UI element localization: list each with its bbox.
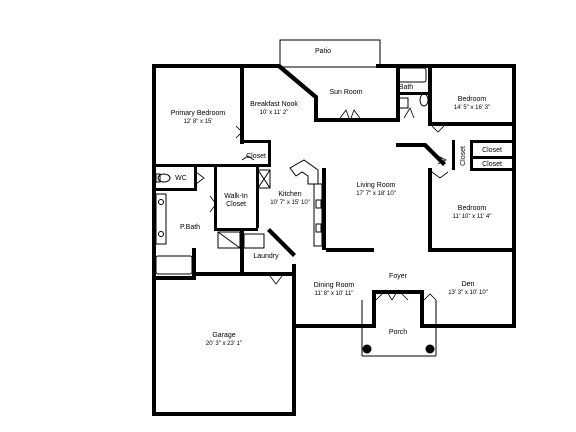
foyer-label: Foyer (389, 273, 408, 280)
closet-right-1-label: Closet (482, 147, 502, 154)
walk-in-closet-label-2: Closet (226, 201, 246, 208)
walk-in-closet-label-1: Walk-In (224, 193, 248, 200)
living-room-label: Living Room (357, 182, 396, 189)
dining-room-dims: 11' 8" x 10' 11" (315, 291, 354, 297)
patio-label: Patio (315, 48, 331, 55)
doors (195, 107, 449, 301)
den-label: Den (462, 281, 475, 288)
porch-label: Porch (389, 329, 407, 336)
patio-outline (279, 39, 381, 68)
closet-main-label: Closet (246, 153, 266, 160)
bath-label: Bath (399, 84, 414, 91)
dining-room-label: Dining Room (314, 282, 355, 289)
primary-bedroom-dims: 12' 8" x 15' (183, 119, 212, 125)
porch-outline (361, 300, 437, 357)
bedroom-1-label: Bedroom (458, 96, 487, 103)
primary-bedroom-label: Primary Bedroom (171, 110, 226, 117)
breakfast-nook-label: Breakfast Nook (250, 101, 298, 108)
porch-column-right (425, 344, 435, 354)
windows (152, 90, 514, 326)
p-bath-label: P.Bath (180, 224, 200, 231)
kitchen-label: Kitchen (278, 191, 301, 198)
closet-vertical-label: Closet (460, 146, 467, 166)
bedroom-2-label: Bedroom (458, 205, 487, 212)
living-room-dims: 17' 7" x 18' 10" (356, 191, 396, 197)
room-labels: Patio Primary Bedroom 12' 8" x 15' Break… (171, 48, 502, 347)
bedroom-1-dims: 14' 5" x 16' 3" (454, 105, 490, 111)
kitchen-dims: 10' 7" x 15' 10" (270, 200, 310, 206)
laundry-label: Laundry (253, 253, 279, 260)
bedroom-2-dims: 11' 10" x 11' 4" (453, 214, 492, 220)
breakfast-nook-dims: 10' x 11' 2" (260, 110, 289, 116)
closet-right-2-label: Closet (482, 161, 502, 168)
wc-label: WC (175, 175, 187, 182)
garage-label: Garage (212, 332, 235, 339)
porch-column-left (362, 344, 372, 354)
den-dims: 13' 3" x 10' 10" (448, 290, 488, 296)
interior-walls (152, 64, 516, 280)
sun-room-label: Sun Room (329, 89, 362, 96)
fixtures (155, 67, 429, 275)
garage-dims: 20' 3" x 23' 1" (206, 341, 242, 347)
